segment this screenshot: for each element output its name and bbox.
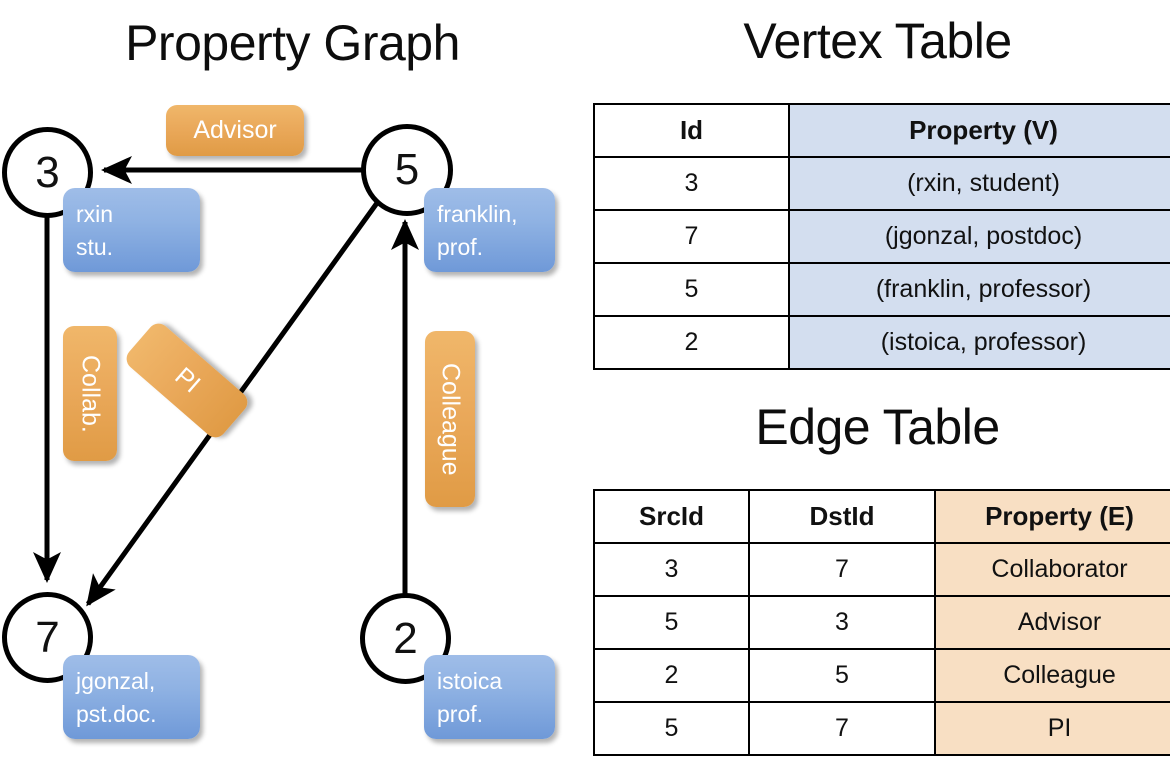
table-row: 5 3 Advisor xyxy=(593,595,1170,650)
vertex-cell-property: (franklin, professor) xyxy=(788,262,1170,317)
table-row: 3 7 Collaborator xyxy=(593,542,1170,597)
vertex-cell-property: (rxin, student) xyxy=(788,156,1170,211)
graph-node-2-label: 2 xyxy=(393,613,418,663)
edge-cell-property: Colleague xyxy=(934,648,1170,703)
graph-node-5[interactable]: 5 xyxy=(361,124,453,216)
node-property-box-istoica[interactable]: istoica prof. xyxy=(424,655,555,739)
graph-node-7-label: 7 xyxy=(35,612,60,662)
edge-label-colleague[interactable]: Colleague xyxy=(425,331,475,507)
vertex-cell-id: 5 xyxy=(593,262,790,317)
vertex-table: Id Property (V) 3 (rxin, student) 7 (jgo… xyxy=(593,103,1170,370)
edge-cell-srcid: 2 xyxy=(593,648,750,703)
edge-cell-dstid: 7 xyxy=(748,701,936,756)
edge-header-dstid: DstId xyxy=(748,489,936,544)
edge-header-property: Property (E) xyxy=(934,489,1170,544)
node-property-line: prof. xyxy=(437,233,484,260)
edge-cell-property: Advisor xyxy=(934,595,1170,650)
vertex-cell-id: 3 xyxy=(593,156,790,211)
edge-cell-property: Collaborator xyxy=(934,542,1170,597)
edge-cell-property: PI xyxy=(934,701,1170,756)
table-header-row: SrcId DstId Property (E) xyxy=(593,489,1170,544)
node-property-line: franklin, xyxy=(437,201,518,227)
vertex-header-property: Property (V) xyxy=(788,103,1170,158)
graph-node-5-label: 5 xyxy=(394,145,420,194)
edge-label-collab[interactable]: Collab. xyxy=(63,326,117,461)
table-row: 3 (rxin, student) xyxy=(593,156,1170,211)
vertex-cell-property: (istoica, professor) xyxy=(788,315,1170,370)
page-title-edge-table: Edge Table xyxy=(755,399,1000,455)
node-property-line: pst.doc. xyxy=(76,700,157,727)
page-title-vertex-table: Vertex Table xyxy=(743,13,1012,69)
table-row: 2 5 Colleague xyxy=(593,648,1170,703)
page-title-property-graph: Property Graph xyxy=(125,15,460,71)
node-property-box-jgonzal[interactable]: jgonzal, pst.doc. xyxy=(63,655,200,739)
node-property-line: istoica xyxy=(437,668,503,694)
property-graph-panel: 3 5 7 2 rxin stu. franklin, prof. jgonza… xyxy=(2,105,555,739)
graph-node-3-label: 3 xyxy=(35,147,60,197)
node-property-box-franklin[interactable]: franklin, prof. xyxy=(424,188,555,272)
vertex-cell-id: 2 xyxy=(593,315,790,370)
table-row: 5 (franklin, professor) xyxy=(593,262,1170,317)
edge-header-srcid: SrcId xyxy=(593,489,750,544)
vertex-cell-property: (jgonzal, postdoc) xyxy=(788,209,1170,264)
graph-node-2[interactable]: 2 xyxy=(360,593,451,684)
vertex-cell-id: 7 xyxy=(593,209,790,264)
edge-cell-srcid: 5 xyxy=(593,701,750,756)
edge-cell-dstid: 5 xyxy=(748,648,936,703)
node-property-line: stu. xyxy=(76,233,114,260)
table-header-row: Id Property (V) xyxy=(593,103,1170,158)
table-row: 5 7 PI xyxy=(593,701,1170,756)
node-property-box-rxin[interactable]: rxin stu. xyxy=(63,188,200,272)
edge-table: SrcId DstId Property (E) 3 7 Collaborato… xyxy=(593,489,1170,756)
node-property-line: prof. xyxy=(437,700,484,727)
edge-cell-srcid: 3 xyxy=(593,542,750,597)
table-row: 2 (istoica, professor) xyxy=(593,315,1170,370)
table-row: 7 (jgonzal, postdoc) xyxy=(593,209,1170,264)
edge-cell-dstid: 7 xyxy=(748,542,936,597)
node-property-line: jgonzal, xyxy=(76,668,156,694)
edge-cell-srcid: 5 xyxy=(593,595,750,650)
vertex-header-id: Id xyxy=(593,103,790,158)
edge-cell-dstid: 3 xyxy=(748,595,936,650)
node-property-line: rxin xyxy=(76,201,114,227)
edge-label-advisor[interactable]: Advisor xyxy=(166,105,304,156)
